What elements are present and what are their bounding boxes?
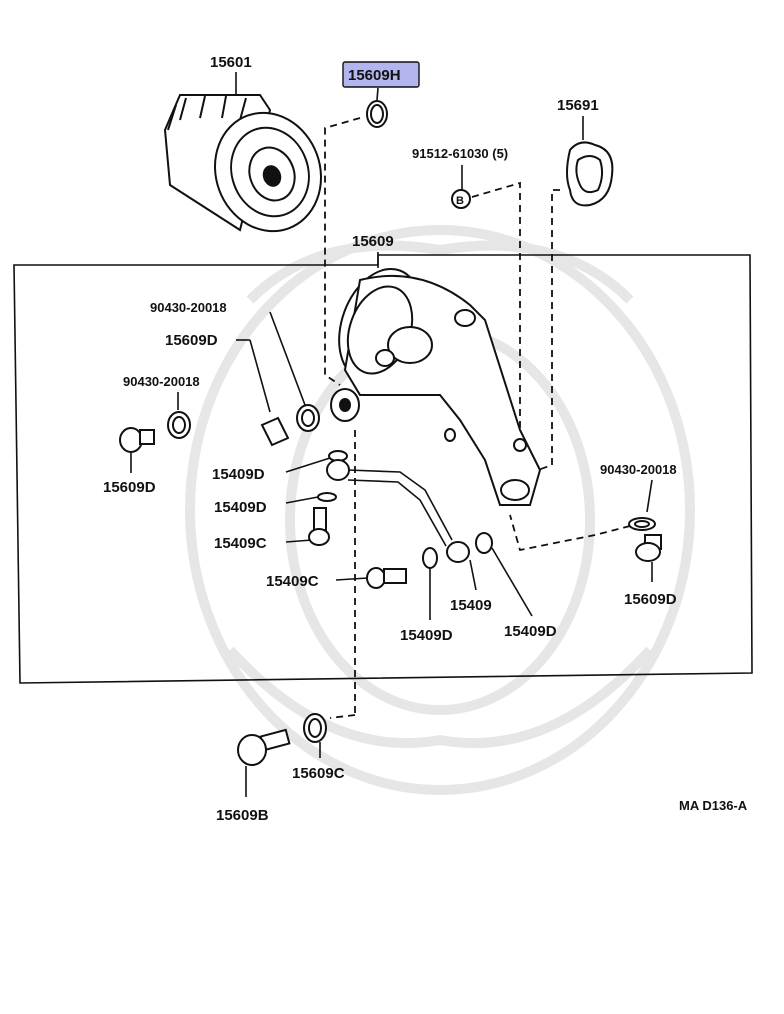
- diagram-reference-code: MA D136-A: [679, 798, 748, 813]
- bolt-15609B[interactable]: [237, 728, 291, 766]
- bolt-15409C-b[interactable]: [366, 567, 407, 589]
- gasket-15409D-d[interactable]: [475, 532, 493, 554]
- label-90430-20018-b: 90430-20018: [123, 374, 200, 389]
- label-90430-20018-c: 90430-20018: [600, 462, 677, 477]
- label-15409C-b: 15409C: [266, 573, 319, 590]
- label-15409D-c: 15409D: [400, 627, 453, 644]
- plug-15609D-c[interactable]: [635, 534, 662, 562]
- label-91512-61030: 91512-61030 (5): [412, 146, 508, 161]
- label-15609H[interactable]: 15609H: [348, 67, 401, 84]
- label-15409D-d: 15409D: [504, 623, 557, 640]
- plug-15609D-a[interactable]: [260, 416, 290, 447]
- label-15409: 15409: [450, 597, 492, 614]
- highlight-15609H: [342, 61, 420, 88]
- svg-text:B: B: [456, 195, 464, 207]
- label-15609C: 15609C: [292, 765, 345, 782]
- plug-15609D-b[interactable]: [119, 427, 155, 453]
- label-15609D-c: 15609D: [624, 591, 677, 608]
- label-15601: 15601: [210, 54, 252, 71]
- label-15409D-a: 15409D: [212, 466, 265, 483]
- label-15609D-b: 15609D: [103, 479, 156, 496]
- label-15409C-a: 15409C: [214, 535, 267, 552]
- filter-bracket-15609[interactable]: [324, 258, 542, 506]
- label-90430-20018-a: 90430-20018: [150, 300, 227, 315]
- gasket-15409D-b[interactable]: [317, 492, 337, 502]
- gasket-15409D-c[interactable]: [422, 547, 438, 569]
- bolt-15409C-a[interactable]: [308, 507, 330, 546]
- label-15609B: 15609B: [216, 807, 269, 824]
- oil-pipe-15409[interactable]: [326, 459, 470, 563]
- label-15609: 15609: [352, 233, 394, 250]
- label-15609D-a: 15609D: [165, 332, 218, 349]
- label-15409D-b: 15409D: [214, 499, 267, 516]
- oil-filter-15601[interactable]: [163, 94, 337, 246]
- bolt-91512-61030[interactable]: [451, 189, 471, 209]
- label-15691: 15691: [557, 97, 599, 114]
